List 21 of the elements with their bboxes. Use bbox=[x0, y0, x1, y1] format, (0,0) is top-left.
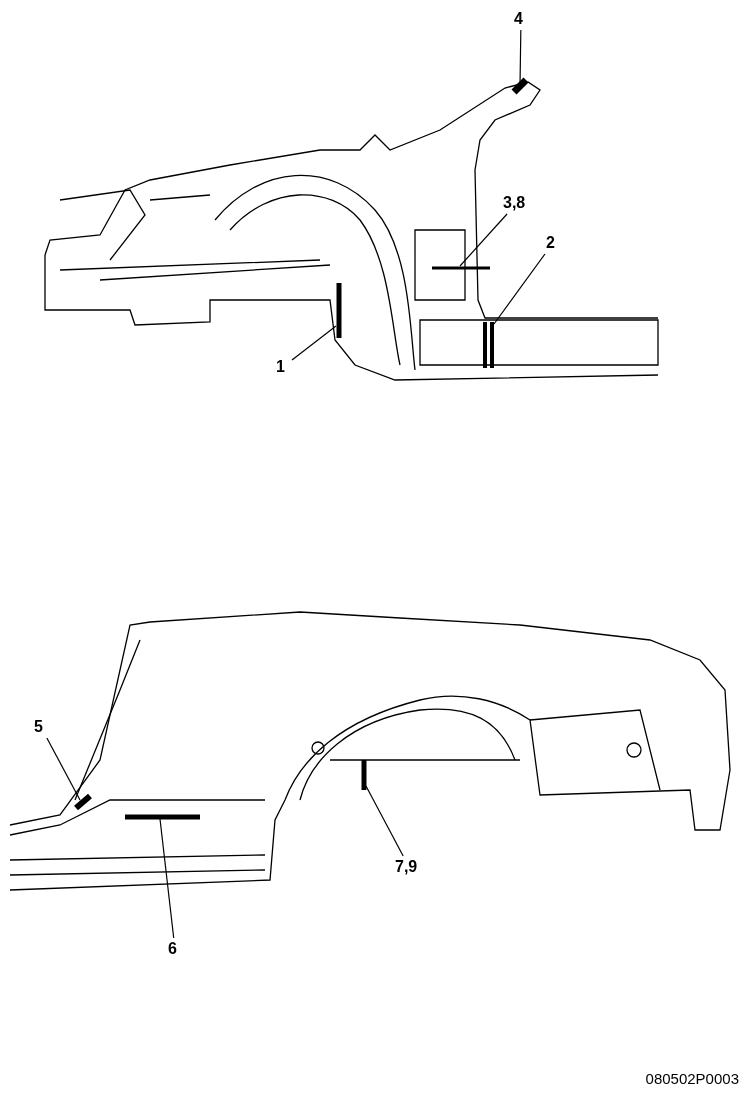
marking-strip bbox=[511, 77, 529, 95]
marking-strip bbox=[432, 266, 490, 270]
leader-line bbox=[291, 325, 337, 361]
marking-strip bbox=[483, 320, 494, 370]
callout-number: 7,9 bbox=[395, 858, 418, 876]
callout-number: 1 bbox=[276, 358, 285, 376]
marking-strip bbox=[336, 283, 342, 338]
leader-line bbox=[365, 785, 404, 857]
leader-line bbox=[46, 737, 81, 801]
callout-number: 5 bbox=[34, 718, 43, 736]
marking-strip bbox=[74, 793, 92, 811]
marking-strip bbox=[361, 760, 367, 790]
drawing-number: 080502P0003 bbox=[645, 1070, 739, 1087]
callout-number: 4 bbox=[514, 10, 523, 28]
callout-number: 2 bbox=[546, 234, 555, 252]
leader-line bbox=[493, 253, 546, 325]
marking-strip bbox=[125, 814, 200, 820]
callout-number: 6 bbox=[168, 940, 177, 958]
leader-line bbox=[459, 213, 508, 267]
leader-line bbox=[159, 818, 175, 939]
callout-number: 3,8 bbox=[503, 194, 526, 212]
